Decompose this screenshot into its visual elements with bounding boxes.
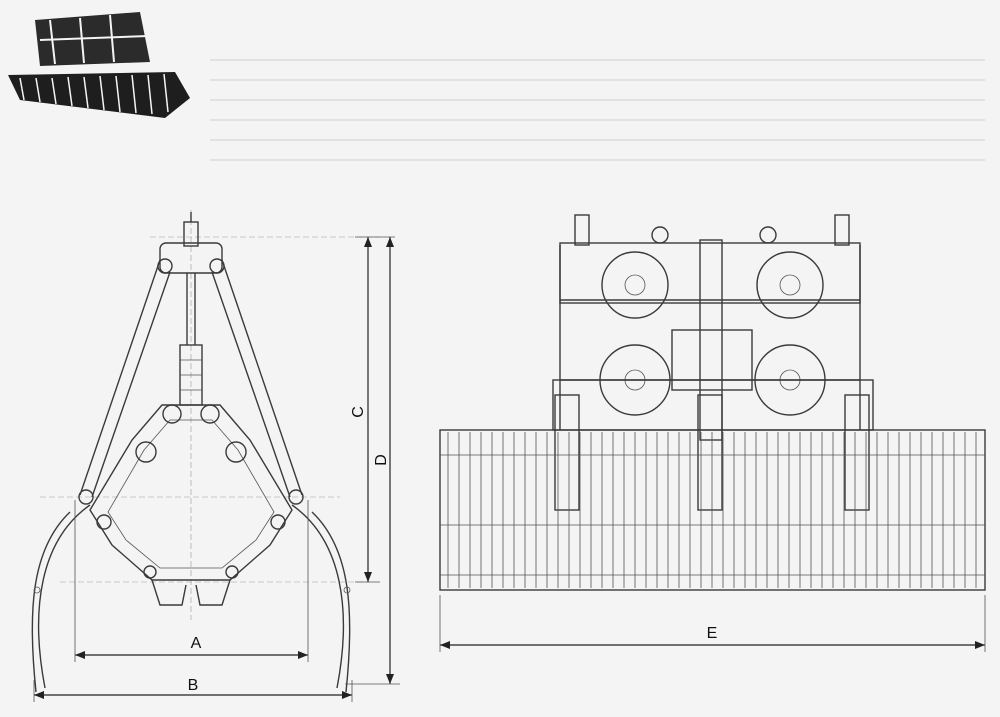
- grab-thumbnail-3d: [8, 12, 190, 118]
- dimension-label-e: E: [707, 625, 718, 642]
- grab-front-view: [439, 214, 986, 652]
- dimension-label-a: A: [191, 635, 202, 652]
- ghost-text-block: [210, 59, 985, 161]
- dimension-label-c: C: [350, 406, 367, 418]
- grab-side-view: [31, 210, 400, 702]
- dimension-label-d: D: [373, 454, 390, 466]
- dimension-label-b: B: [188, 677, 199, 694]
